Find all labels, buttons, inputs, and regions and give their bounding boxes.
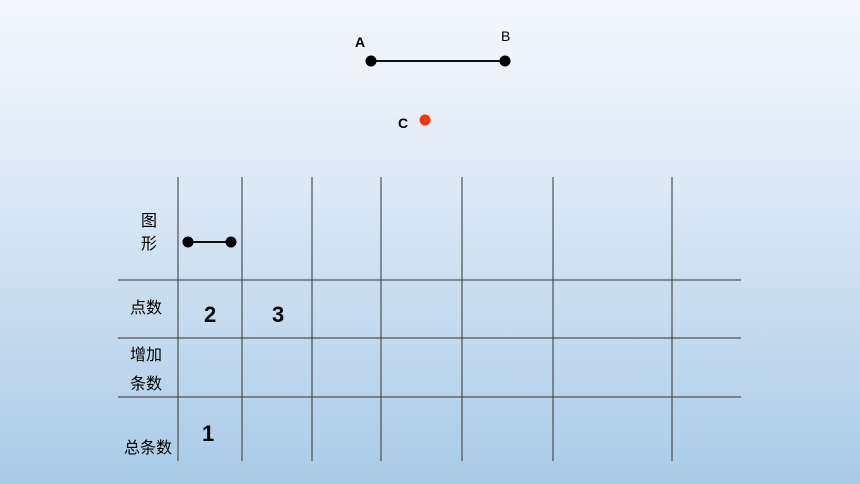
point-b-label: B [501,28,511,44]
point-b [499,55,511,67]
point-a-label: A [355,34,366,50]
row-header-added-line1: 增加 [130,345,163,364]
point-c [419,114,431,126]
row-header-figure-line1: 图 [141,211,158,230]
point-c-label: C [398,115,409,131]
row-header-figure-line2: 形 [141,234,158,253]
row-header-points: 点数 [130,298,163,317]
row-header-added-line2: 条数 [130,374,163,393]
cell-points-col2: 3 [272,302,285,327]
table-grid [118,177,741,461]
cell-total-col1: 1 [202,421,215,446]
figure-point-right [225,236,237,248]
row-header-total: 总条数 [124,438,173,457]
cell-points-col1: 2 [204,302,217,327]
figure-point-left [182,236,194,248]
point-a [365,55,377,67]
